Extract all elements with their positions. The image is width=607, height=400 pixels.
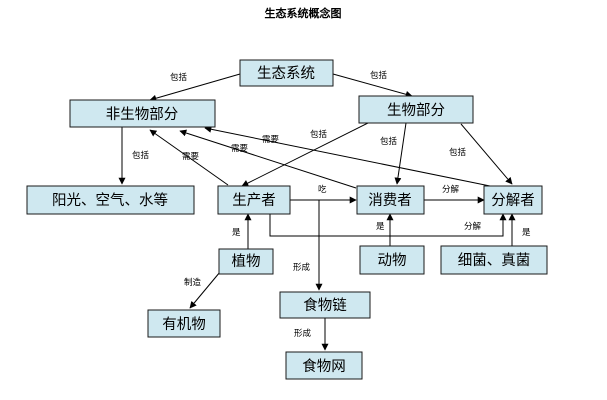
edge-label-producer-consumer: 吃 (318, 184, 327, 195)
node-bacteria: 细菌、真菌 (440, 245, 548, 275)
edge-label-consumer-nonliving: 需要 (231, 144, 249, 154)
edge-label-decomposer-nonliving: 需要 (262, 135, 280, 145)
node-foodweb: 食物网 (285, 351, 363, 380)
node-label-nonliving: 非生物部分 (106, 106, 179, 123)
edge-label-producer-nonliving: 需要 (182, 152, 200, 162)
node-label-living: 生物部分 (387, 102, 445, 119)
node-living: 生物部分 (358, 95, 474, 124)
node-consumer: 消费者 (356, 185, 425, 215)
edge-label-living-producer: 包括 (310, 129, 328, 140)
edge-label-producer-decomposer: 分解 (464, 221, 482, 232)
node-label-sunlight: 阳光、空气、水等 (52, 191, 168, 209)
edge-living-consumer (394, 122, 407, 185)
node-decomposer: 分解者 (483, 185, 543, 215)
edge-label-consumer-decomposer: 分解 (442, 184, 460, 195)
edge-producer-nonliving (149, 129, 229, 186)
node-label-bacteria: 细菌、真菌 (458, 251, 531, 269)
edge-label-nonliving-sunlight: 包括 (132, 150, 150, 161)
node-label-animal: 动物 (378, 252, 407, 269)
node-label-foodchain: 食物链 (303, 297, 347, 314)
edge-ecosystem-nonliving (149, 73, 241, 102)
edge-label-producer-foodchain: 形成 (293, 262, 311, 273)
edge-label-animal-consumer: 是 (376, 222, 385, 232)
node-plant: 植物 (218, 248, 274, 275)
node-label-organic: 有机物 (162, 316, 206, 333)
edges (118, 73, 516, 351)
edge-ecosystem-living (332, 73, 413, 98)
edge-consumer-nonliving (179, 129, 357, 189)
node-label-plant: 植物 (232, 253, 261, 270)
node-nonliving: 非生物部分 (69, 99, 216, 128)
edge-living-producer (241, 117, 379, 187)
edge-producer-decomposer (269, 213, 507, 237)
node-label-ecosystem: 生态系统 (257, 65, 315, 82)
edge-label-plant-producer: 是 (232, 228, 241, 238)
edge-decomposer-nonliving (204, 125, 491, 187)
edge-plant-organic (189, 271, 221, 309)
edge-label-foodchain-foodweb: 形成 (294, 328, 312, 339)
node-foodchain: 食物链 (279, 291, 371, 319)
edge-living-decomposer (460, 123, 513, 185)
node-organic: 有机物 (147, 309, 221, 338)
node-label-producer: 生产者 (232, 192, 276, 209)
edge-labels: 包括 包括 包括 包括 包括 包括 需要 需要 需要 吃 分解 分解 是 是 是… (132, 70, 531, 339)
edge-label-plant-organic: 制造 (184, 277, 202, 288)
edge-label-living-consumer: 包括 (380, 136, 398, 147)
edge-label-living-decomposer: 包括 (449, 147, 467, 158)
node-label-consumer: 消费者 (368, 192, 412, 209)
node-producer: 生产者 (217, 185, 291, 215)
node-animal: 动物 (359, 245, 425, 275)
diagram-title: 生态系统概念图 (265, 6, 342, 20)
edge-label-bacteria-decomposer: 是 (522, 228, 531, 238)
node-label-decomposer: 分解者 (491, 192, 535, 209)
node-label-foodweb: 食物网 (302, 358, 346, 375)
edge-label-ecosystem-living: 包括 (370, 70, 388, 81)
node-sunlight: 阳光、空气、水等 (26, 185, 195, 215)
node-ecosystem: 生态系统 (239, 59, 334, 87)
edge-label-ecosystem-nonliving: 包括 (170, 72, 188, 83)
